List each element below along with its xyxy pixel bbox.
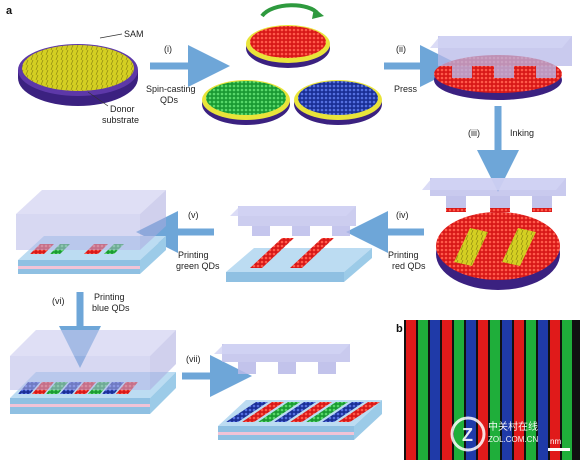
- donor-substrate: [18, 44, 138, 106]
- step-v-text2: green QDs: [176, 261, 220, 271]
- micrograph-stripe: [442, 320, 452, 460]
- assembly-red-green: [16, 190, 166, 274]
- finished-rgb-array: [218, 400, 382, 440]
- micrograph-stripe: [526, 320, 536, 460]
- micrograph-stripe: [466, 320, 476, 460]
- step-vi-text2: blue QDs: [92, 303, 130, 313]
- micrograph-stripe: [406, 320, 416, 460]
- donor-label-line2: substrate: [102, 115, 139, 125]
- disc-after-inking: [436, 212, 560, 290]
- micrograph-stripe: [478, 320, 488, 460]
- press-stamp-on-disc: [430, 36, 572, 100]
- micrograph-stripe: [502, 320, 512, 460]
- spin-arrow-head: [312, 8, 324, 19]
- donor-leader-line: [87, 91, 109, 107]
- green-qd-disc: [202, 80, 290, 125]
- step-iii-roman: (iii): [468, 128, 480, 138]
- blue-qd-disc: [294, 80, 382, 125]
- micrograph-stripe: [418, 320, 428, 460]
- donor-label-line1: Donor: [110, 104, 135, 114]
- micrograph: [404, 320, 580, 460]
- step-vii-roman: (vii): [186, 354, 201, 364]
- watermark-brand: 中关村在线: [488, 420, 538, 433]
- step-iv-text1: Printing: [388, 250, 419, 260]
- assembly-rgb-under-stamp: [10, 330, 176, 414]
- micrograph-stripe: [490, 320, 500, 460]
- step-iv-roman: (iv): [396, 210, 409, 220]
- finished-stamp: [214, 344, 350, 374]
- step-ii-roman: (ii): [396, 44, 406, 54]
- scale-bar: [548, 448, 570, 451]
- step-i-text2: QDs: [160, 95, 179, 105]
- step-vi-roman: (vi): [52, 296, 65, 306]
- watermark-z: Z: [462, 425, 473, 445]
- red-qd-disc: [246, 25, 330, 68]
- spin-arrow: [260, 3, 320, 18]
- sam-label: SAM: [124, 29, 144, 39]
- watermark-site: ZOL.COM.CN: [488, 435, 538, 444]
- micrograph-stripe: [514, 320, 524, 460]
- micrograph-stripe: [550, 320, 560, 460]
- step-vi-text1: Printing: [94, 292, 125, 302]
- step-v-roman: (v): [188, 210, 199, 220]
- scale-bar-label: nm: [550, 437, 561, 446]
- panel-label-a: a: [6, 5, 13, 17]
- sam-leader-line: [99, 33, 123, 39]
- micrograph-stripe: [538, 320, 548, 460]
- panel-label-b: b: [396, 323, 403, 335]
- step-iv-text2: red QDs: [392, 261, 426, 271]
- receiver-red-printed: [226, 206, 372, 282]
- step-i-roman: (i): [164, 44, 172, 54]
- watermark: Z 中关村在线 ZOL.COM.CN: [450, 416, 538, 452]
- step-i-text1: Spin-casting: [146, 84, 196, 94]
- micrograph-stripe: [454, 320, 464, 460]
- step-ii-text: Press: [394, 84, 418, 94]
- inked-stamp: [422, 178, 566, 212]
- micrograph-stripe: [430, 320, 440, 460]
- step-iii-text: Inking: [510, 128, 534, 138]
- step-v-text1: Printing: [178, 250, 209, 260]
- micrograph-stripe: [562, 320, 572, 460]
